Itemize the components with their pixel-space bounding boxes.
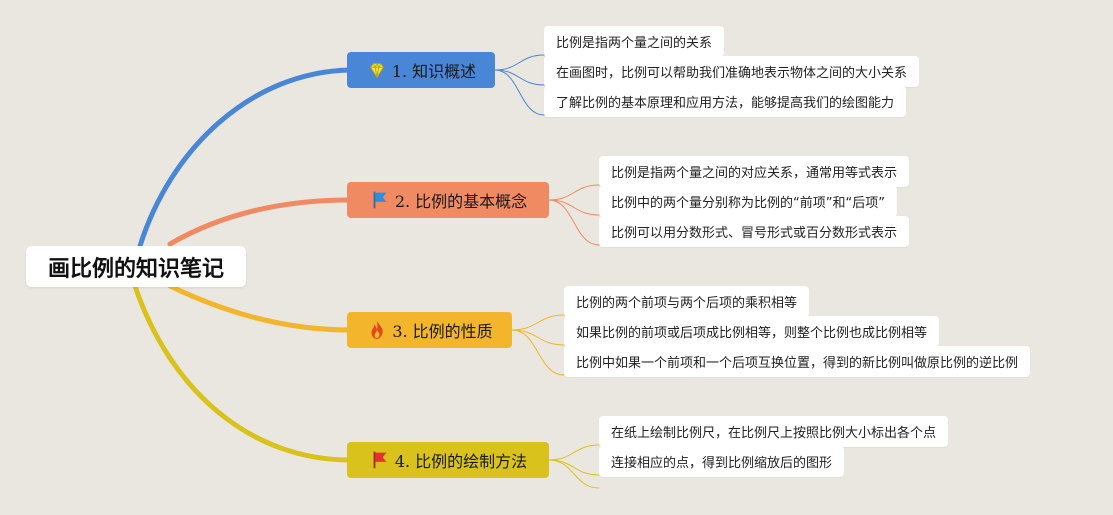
connector-branch-4-leaf-2 [548, 459, 600, 476]
connector-branch-2-leaf-1 [548, 184, 600, 201]
branch-node-2[interactable]: 2. 比例的基本概念 [347, 182, 549, 218]
leaf-1-3[interactable]: 了解比例的基本原理和应用方法，能够提高我们的绘图能力 [544, 86, 907, 117]
branch-label: 1. 知识概述 [391, 62, 477, 81]
connector-branch-1-leaf-2 [494, 69, 545, 86]
branch-label: 3. 比例的性质 [392, 322, 493, 341]
connector-branch-1-leaf-3 [494, 69, 545, 116]
leaf-3-2[interactable]: 如果比例的前项或后项成比例相等，则整个比例也成比例相等 [564, 316, 940, 347]
connector-root-branch-2 [167, 197, 353, 247]
fire-icon [366, 319, 388, 341]
flag-blue-icon [369, 189, 391, 211]
leaf-4-1[interactable]: 在纸上绘制比例尺，在比例尺上按照比例大小标出各个点 [599, 416, 949, 447]
connector-branch-1-leaf-1 [494, 54, 545, 71]
connector-root-branch-3 [167, 283, 353, 333]
leaf-2-1[interactable]: 比例是指两个量之间的对应关系，通常用等式表示 [599, 156, 910, 187]
connector-branch-2-leaf-2 [548, 199, 600, 216]
leaf-2-2[interactable]: 比例中的两个量分别称为比例的“前项”和“后项” [599, 186, 897, 217]
branch-label: 2. 比例的基本概念 [394, 192, 528, 211]
leaf-1-1[interactable]: 比例是指两个量之间的关系 [544, 26, 725, 57]
leaf-1-2[interactable]: 在画图时，比例可以帮助我们准确地表示物体之间的大小关系 [544, 56, 920, 87]
connector-branch-2-leaf-3 [548, 199, 600, 246]
root-node[interactable]: 画比例的知识笔记 [26, 246, 246, 287]
leaf-4-2[interactable]: 连接相应的点，得到比例缩放后的图形 [599, 446, 845, 477]
connector-root-branch-1 [137, 67, 353, 249]
connector-branch-4-leaf-1 [548, 444, 600, 461]
branch-node-3[interactable]: 3. 比例的性质 [347, 312, 512, 348]
flag-red-icon [369, 449, 391, 471]
connector-branch-3-leaf-3 [511, 329, 565, 376]
connector-branch-3-leaf-1 [511, 314, 565, 331]
connector-branch-3-leaf-2 [511, 329, 565, 346]
leaf-3-1[interactable]: 比例的两个前项与两个后项的乘积相等 [564, 286, 810, 317]
root-title: 画比例的知识笔记 [47, 256, 224, 282]
branch-node-4[interactable]: 4. 比例的绘制方法 [347, 442, 549, 478]
gem-icon [366, 59, 388, 81]
connector-branch-4-leaf-3 [548, 459, 600, 489]
connector-root-branch-4 [132, 283, 353, 463]
branch-label: 4. 比例的绘制方法 [394, 452, 528, 471]
leaf-3-3[interactable]: 比例中如果一个前项和一个后项互换位置，得到的新比例叫做原比例的逆比例 [564, 346, 1031, 377]
leaf-2-3[interactable]: 比例可以用分数形式、冒号形式或百分数形式表示 [599, 216, 910, 247]
branch-node-1[interactable]: 1. 知识概述 [347, 52, 495, 88]
